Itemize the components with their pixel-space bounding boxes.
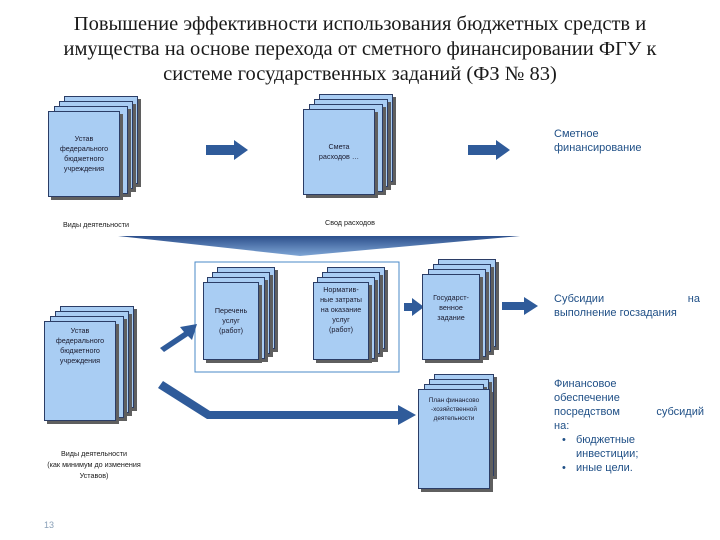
- arrow-frame-to-goszadanie: [404, 298, 424, 316]
- title-line-2: имущества на основе перехода от сметного…: [63, 38, 657, 60]
- label-vidy-bottom: Виды деятельности (как минимум до измене…: [47, 449, 141, 480]
- services-frame: [194, 261, 400, 373]
- doc-ustav-top: Устав федерального бюджетного учреждения: [48, 111, 120, 197]
- text-smetnoe-financing: Сметное финансирование: [554, 128, 642, 154]
- doc-smeta: Смета расходов …: [303, 109, 375, 195]
- doc-normativ: Норматив- ные затраты на оказание услуг …: [313, 282, 369, 360]
- arrow-smeta-to-right: [468, 140, 510, 160]
- funnel-shape: [118, 236, 520, 256]
- doc-perechen: Перечень услуг (работ): [203, 282, 259, 360]
- bullet-item: иные цели.: [562, 461, 704, 475]
- page-number: 13: [44, 520, 55, 530]
- title-line-1: Повышение эффективности использования бю…: [73, 13, 647, 35]
- doc-ustav-bottom: Устав федерального бюджетного учреждения: [44, 321, 116, 421]
- doc-plan: План финансово -хозяйственной деятельнос…: [418, 389, 490, 489]
- arrow-goszadanie-to-right: [502, 297, 538, 315]
- arrow-ustav-to-smeta: [206, 140, 248, 160]
- doc-goszadanie: Государст- венное задание: [422, 274, 480, 360]
- arrow-ustav-to-plan: [158, 381, 416, 425]
- label-vidy-top: Виды деятельности: [62, 220, 130, 229]
- slide-title: Повышение эффективности использования бю…: [20, 12, 700, 87]
- title-line-3: системе государственных заданий (ФЗ № 83…: [163, 63, 557, 85]
- label-svod: Свод расходов: [325, 218, 375, 227]
- arrow-ustav-to-frame: [160, 324, 197, 352]
